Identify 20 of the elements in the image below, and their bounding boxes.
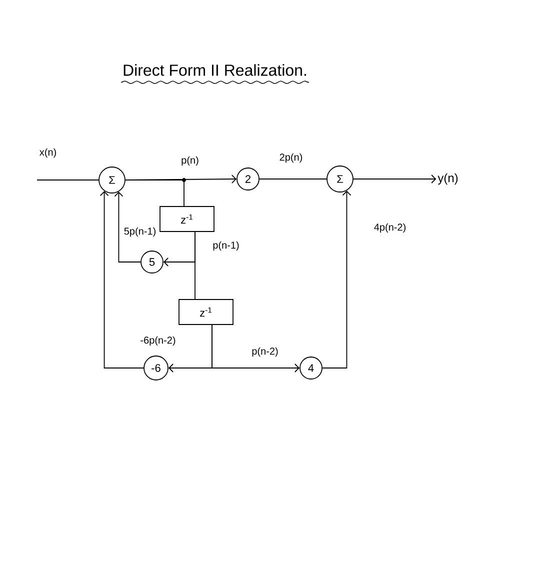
signal-label: 5p(n-1) — [122, 226, 158, 238]
signal-label: 2p(n) — [278, 152, 304, 164]
delay-box: z$^{-1}$ — [160, 206, 214, 232]
arrow — [353, 174, 436, 184]
arrow — [212, 324, 300, 372]
delay-box: z$^{-1}$ — [178, 299, 234, 325]
signal-label: p(n) — [180, 155, 200, 167]
signal-label: -6p(n-2) — [139, 335, 177, 347]
connector-line — [259, 178, 327, 180]
title: Direct Form II Realization. — [124, 64, 306, 76]
signal-label: p(n-1) — [212, 240, 240, 252]
arrow — [114, 192, 141, 262]
signal-label: 4p(n-2) — [372, 222, 408, 234]
connector-line — [194, 232, 196, 300]
connector-line — [125, 180, 184, 206]
arrow — [322, 190, 352, 368]
arrow — [100, 191, 144, 368]
output-label: y(n) — [438, 173, 458, 185]
signal-label: p(n-2) — [250, 346, 280, 358]
signal-label: x(n) — [38, 147, 58, 159]
